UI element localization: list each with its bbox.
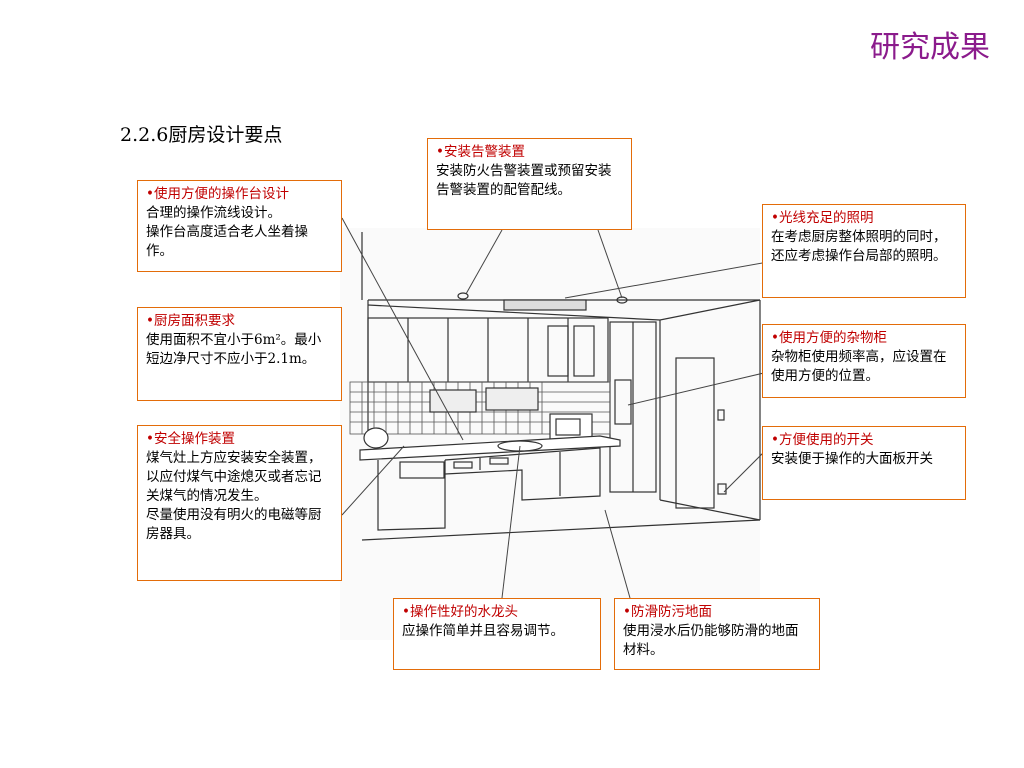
callout-safety: •安全操作装置 煤气灶上方应安装安全装置，以应付煤气中途熄灭或者忘记关煤气的情况…	[137, 425, 342, 581]
callout-faucet: •操作性好的水龙头 应操作简单并且容易调节。	[393, 598, 601, 670]
callout-lighting-heading: •光线充足的照明	[771, 210, 874, 226]
callout-counter: •使用方便的操作台设计 合理的操作流线设计。 操作台高度适合老人坐着操作。	[137, 180, 342, 272]
callout-area: •厨房面积要求 使用面积不宜小于6m²。最小短边净尺寸不应小于2.1m。	[137, 307, 342, 401]
callout-alarm-text: 安装防火告警装置或预留安装告警装置的配管配线。	[436, 163, 612, 198]
callout-safety-heading: •安全操作装置	[146, 431, 235, 447]
callout-alarm-heading: •安装告警装置	[436, 144, 525, 160]
callout-switch: •方便使用的开关 安装便于操作的大面板开关	[762, 426, 966, 500]
callout-area-text: 使用面积不宜小于6m²。最小短边净尺寸不应小于2.1m。	[146, 332, 322, 367]
callout-faucet-text: 应操作简单并且容易调节。	[402, 623, 564, 639]
callout-lighting: •光线充足的照明 在考虑厨房整体照明的同时，还应考虑操作台局部的照明。	[762, 204, 966, 298]
callout-floor-heading: •防滑防污地面	[623, 604, 712, 620]
callout-counter-text-2: 操作台高度适合老人坐着操作。	[146, 224, 308, 259]
page-header-title: 研究成果	[870, 30, 990, 65]
callout-safety-text-2: 尽量使用没有明火的电磁等厨房器具。	[146, 507, 322, 542]
callout-storage: •使用方便的杂物柜 杂物柜使用频率高，应设置在使用方便的位置。	[762, 324, 966, 398]
callout-lighting-text: 在考虑厨房整体照明的同时，还应考虑操作台局部的照明。	[771, 229, 947, 264]
callout-storage-heading: •使用方便的杂物柜	[771, 330, 887, 346]
callout-storage-text: 杂物柜使用频率高，应设置在使用方便的位置。	[771, 349, 947, 384]
callout-floor: •防滑防污地面 使用浸水后仍能够防滑的地面材料。	[614, 598, 820, 670]
callout-area-heading: •厨房面积要求	[146, 313, 235, 329]
section-title: 2.2.6厨房设计要点	[120, 124, 283, 146]
callout-counter-text-1: 合理的操作流线设计。	[146, 205, 281, 221]
callout-switch-heading: •方便使用的开关	[771, 432, 874, 448]
callout-safety-text-1: 煤气灶上方应安装安全装置，以应付煤气中途熄灭或者忘记关煤气的情况发生。	[146, 450, 322, 504]
callout-switch-text: 安装便于操作的大面板开关	[771, 451, 933, 467]
callout-counter-heading: •使用方便的操作台设计	[146, 186, 289, 202]
callout-floor-text: 使用浸水后仍能够防滑的地面材料。	[623, 623, 799, 658]
callout-alarm: •安装告警装置 安装防火告警装置或预留安装告警装置的配管配线。	[427, 138, 632, 230]
callout-faucet-heading: •操作性好的水龙头	[402, 604, 518, 620]
